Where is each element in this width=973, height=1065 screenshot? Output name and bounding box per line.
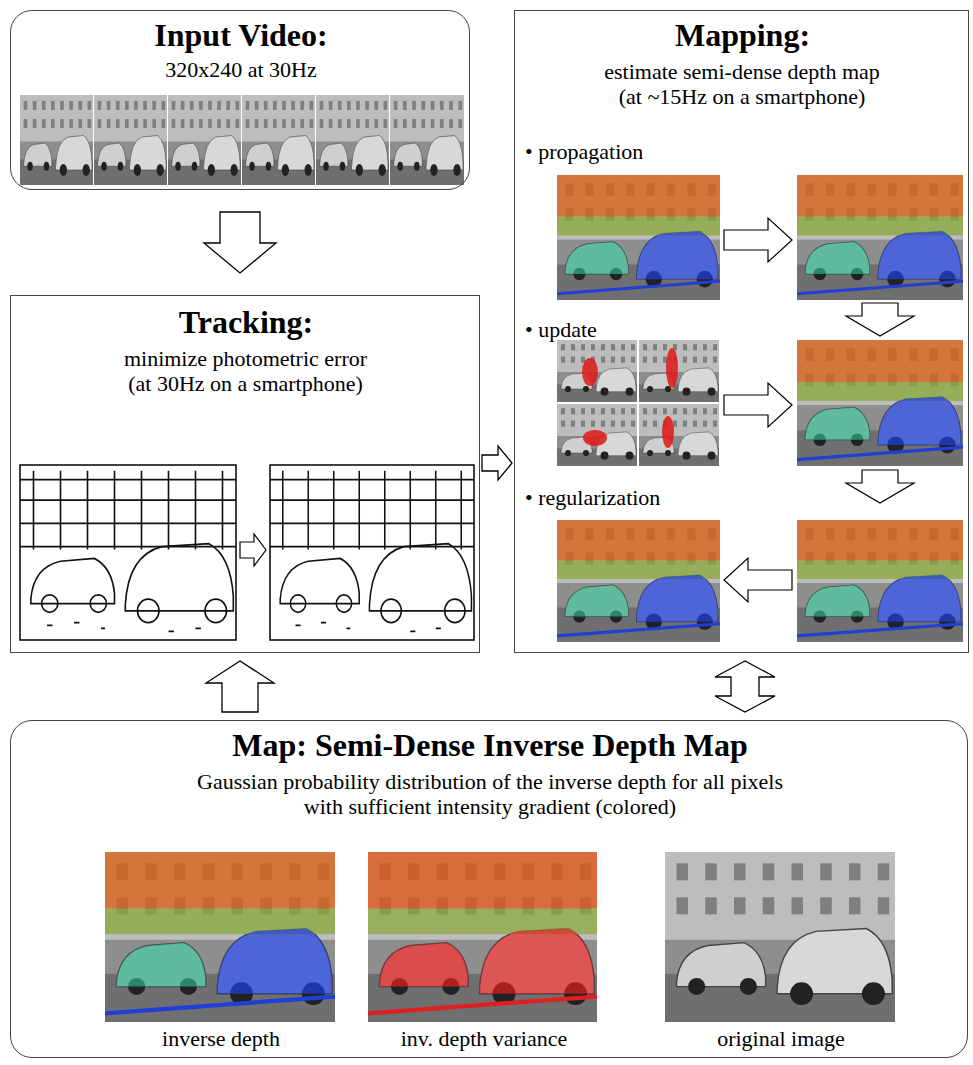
depth-overlay [797, 175, 963, 294]
box-text: • propagation [525, 139, 745, 164]
tracking-panels [20, 465, 474, 640]
scene-image [368, 852, 597, 1022]
box-text: 320x240 at 30Hz [11, 57, 471, 82]
box-heading: Input Video: [11, 17, 471, 54]
depth-overlay [797, 340, 963, 460]
box-text: • update [525, 317, 745, 342]
block-arrow [204, 212, 276, 273]
box-text: inverse depth [106, 1026, 336, 1051]
scene-image [557, 340, 637, 402]
scene-image [797, 175, 963, 300]
block-arrow [206, 661, 274, 712]
scene-image [557, 404, 637, 466]
scene-image [639, 340, 719, 402]
scene-image [665, 852, 895, 1022]
video-frame [316, 95, 389, 185]
process-box: Input Video: 320x240 at 30Hz [10, 10, 470, 190]
process-box: Mapping: estimate semi-dense depth map (a… [514, 10, 969, 653]
update-blob [662, 416, 674, 448]
hollow-arrow [724, 383, 792, 427]
block-arrow [715, 661, 775, 712]
depth-overlay [105, 852, 335, 1014]
update-blob [666, 348, 678, 388]
box-text: inv. depth variance [369, 1026, 599, 1051]
box-text: • regularization [525, 485, 745, 510]
video-frame [168, 95, 241, 185]
hollow-arrow [724, 218, 792, 262]
hollow-arrow [240, 534, 266, 566]
depth-overlay [557, 520, 720, 636]
video-frame [94, 95, 167, 185]
scene-image [797, 520, 963, 642]
video-frame [242, 95, 315, 185]
variance-overlay [368, 852, 597, 1014]
box-text: original image [666, 1026, 896, 1051]
scene-image [639, 404, 719, 466]
box-heading: Map: Semi-Dense Inverse Depth Map [11, 727, 969, 764]
hollow-arrow [724, 558, 792, 602]
hollow-arrow [846, 470, 914, 503]
depth-overlay [557, 175, 720, 294]
box-heading: Mapping: [515, 17, 970, 54]
scene-image [105, 852, 335, 1022]
scene-image [557, 520, 720, 642]
edge-image [20, 465, 236, 640]
hollow-arrow [846, 303, 914, 336]
box-text: estimate semi-dense depth map (at ~15Hz … [597, 59, 887, 110]
depth-overlay [797, 520, 963, 636]
update-blob [582, 358, 598, 386]
video-frames [20, 95, 464, 185]
process-box: Map: Semi-Dense Inverse Depth MapGaussia… [10, 720, 968, 1058]
mapping-panels [557, 175, 963, 642]
box-heading: Tracking: [11, 304, 481, 341]
scene-image [797, 340, 963, 466]
box-text: Gaussian probability distribution of the… [175, 769, 805, 820]
edge-image [270, 465, 474, 640]
block-arrow [482, 446, 512, 480]
box-text: minimize photometric error (at 30Hz on a… [113, 346, 378, 397]
video-frame [20, 95, 93, 185]
video-frame [390, 95, 464, 185]
panel-frame [20, 465, 236, 640]
scene-image [557, 175, 720, 300]
update-blob [583, 430, 607, 446]
panel-frame [270, 465, 474, 640]
map-panels [105, 852, 895, 1022]
process-box: Tracking: minimize photometric error (at … [10, 295, 480, 653]
